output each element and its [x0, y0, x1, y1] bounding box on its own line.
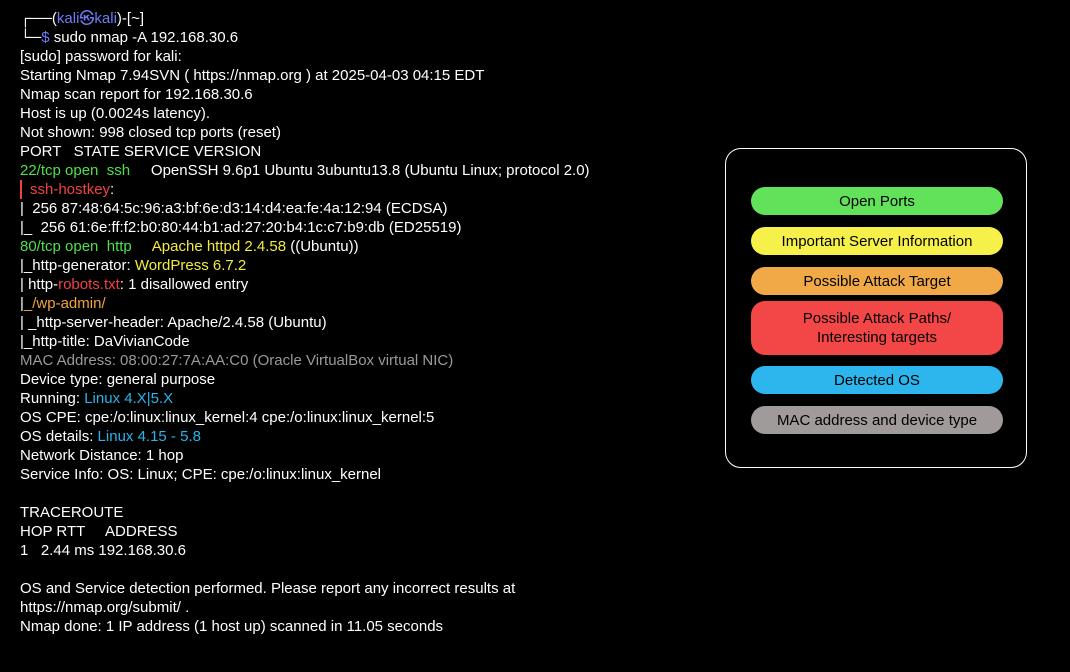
port-header-line: PORT STATE SERVICE VERSION — [20, 143, 262, 160]
port-22-line: 22/tcp open ssh OpenSSH 9.6p1 Ubuntu 3ub… — [20, 161, 710, 180]
http-server-header-line: | _http-server-header: Apache/2.4.58 (Ub… — [20, 314, 327, 331]
port-80-line: 80/tcp open http Apache httpd 2.4.58 ((U… — [20, 238, 359, 255]
blank-line — [20, 484, 710, 503]
prompt-user-host: kali㉿kali — [56, 10, 117, 27]
not-shown-line: Not shown: 998 closed tcp ports (reset) — [20, 124, 281, 141]
legend-detected-os: Detected OS — [751, 366, 1003, 394]
ssh-key-ed25519-line: |_ 256 61:6e:ff:f2:b0:80:44:b1:ad:27:20:… — [20, 219, 462, 236]
terminal-output: ┌──(kali㉿kali)-[~] └─$ sudo nmap -A 192.… — [20, 9, 710, 636]
detection-line: OS and Service detection performed. Plea… — [20, 580, 516, 616]
sudo-line: [sudo] password for kali: — [20, 48, 182, 65]
prompt-dollar: $ — [41, 29, 50, 46]
ssh-key-ecdsa-line: | 256 87:48:64:5c:96:a3:bf:6e:d3:14:d4:e… — [20, 200, 448, 217]
blank-line — [20, 560, 710, 579]
traceroute-title: TRACEROUTE — [20, 504, 124, 521]
starting-line: Starting Nmap 7.94SVN ( https://nmap.org… — [20, 67, 485, 84]
nmap-done-line: Nmap done: 1 IP address (1 host up) scan… — [20, 618, 444, 635]
wp-admin-line: |_/wp-admin/ — [20, 295, 106, 312]
running-line: Running: Linux 4.X|5.X — [20, 390, 174, 407]
prompt-cwd: ~ — [131, 10, 140, 27]
os-details-line: OS details: Linux 4.15 - 5.8 — [20, 428, 201, 445]
legend-open-ports: Open Ports — [751, 187, 1003, 215]
host-up-line: Host is up (0.0024s latency). — [20, 105, 211, 122]
mac-address-line: MAC Address: 08:00:27:7A:AA:C0 (Oracle V… — [20, 352, 454, 369]
prompt-line-top: ┌──(kali㉿kali)-[~] — [20, 10, 145, 27]
ssh-hostkey-label: ssh-hostkey — [30, 181, 111, 198]
legend-attack-target: Possible Attack Target — [751, 267, 1003, 295]
service-info-line: Service Info: OS: Linux; CPE: cpe:/o:lin… — [20, 466, 382, 483]
traceroute-header: HOP RTT ADDRESS — [20, 523, 178, 540]
ssh-hostkey-line: ssh-hostkey: — [20, 180, 710, 199]
wp-admin-path: /wp-admin/ — [32, 295, 106, 312]
http-generator-line: |_http-generator: WordPress 6.7.2 — [20, 257, 247, 274]
prompt-command-line[interactable]: └─$ sudo nmap -A 192.168.30.6 — [20, 29, 239, 46]
running-os: Linux 4.X|5.X — [84, 390, 174, 407]
http-title-line: |_http-title: DaVivianCode — [20, 333, 190, 350]
port-22-version: OpenSSH 9.6p1 Ubuntu 3ubuntu13.8 (Ubuntu… — [130, 162, 590, 179]
robots-txt: robots.txt — [58, 276, 120, 293]
robots-line: | http-robots.txt: 1 disallowed entry — [20, 276, 249, 293]
port-80-version: Apache httpd 2.4.58 — [151, 238, 287, 255]
port-80-state: 80/tcp open http — [20, 238, 132, 255]
legend-mac-device: MAC address and device type — [751, 406, 1003, 434]
legend-attack-paths: Possible Attack Paths/ Interesting targe… — [751, 301, 1003, 355]
command-text: sudo nmap -A 192.168.30.6 — [49, 29, 239, 46]
os-details-value: Linux 4.15 - 5.8 — [97, 428, 201, 445]
wordpress-version: WordPress 6.7.2 — [134, 257, 247, 274]
device-type-line: Device type: general purpose — [20, 371, 216, 388]
network-distance-line: Network Distance: 1 hop — [20, 447, 184, 464]
port-22-state: 22/tcp open ssh — [20, 162, 131, 179]
traceroute-row: 1 2.44 ms 192.168.30.6 — [20, 542, 186, 559]
legend-server-info: Important Server Information — [751, 227, 1003, 255]
os-cpe-line: OS CPE: cpe:/o:linux:linux_kernel:4 cpe:… — [20, 409, 435, 426]
report-line: Nmap scan report for 192.168.30.6 — [20, 86, 253, 103]
color-legend: Open Ports Important Server Information … — [725, 148, 1027, 468]
